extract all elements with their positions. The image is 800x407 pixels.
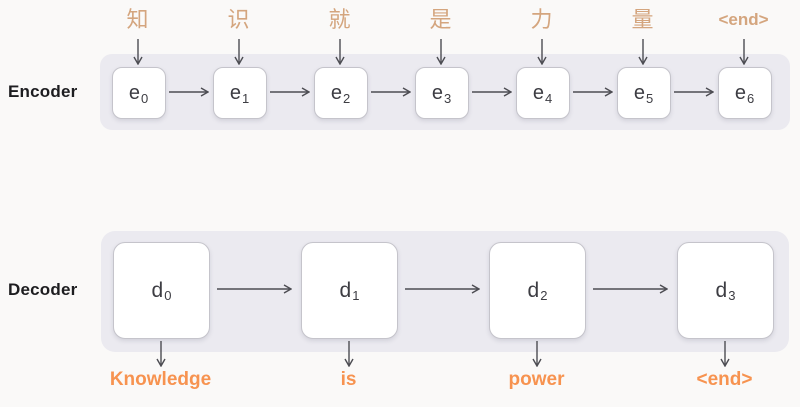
encoder-cell-subscript: 4 — [544, 90, 553, 106]
decoder-output-token: power — [508, 369, 565, 390]
encoder-input-token: 是 — [429, 7, 452, 32]
down-arrow-icon — [536, 39, 548, 65]
decoder-cell-label: d — [151, 278, 164, 302]
encoder-cell-label: e — [633, 81, 645, 104]
encoder-input-token: 量 — [631, 7, 654, 32]
decoder-cell-subscript: 2 — [540, 288, 548, 303]
encoder-input-token: 就 — [328, 7, 351, 32]
decoder-strip — [101, 231, 789, 352]
encoder-cell-subscript: 0 — [140, 90, 149, 106]
down-arrow-icon — [155, 341, 167, 367]
right-arrow-icon — [269, 86, 310, 98]
encoder-cell-subscript: 5 — [645, 90, 654, 106]
right-arrow-icon — [593, 283, 668, 295]
encoder-row-label: Encoder — [8, 82, 78, 101]
decoder-row-label: Decoder — [8, 280, 78, 299]
right-arrow-icon — [572, 86, 613, 98]
decoder-output-token: Knowledge — [109, 369, 212, 390]
encoder-input-token: 知 — [126, 7, 149, 32]
down-arrow-icon — [738, 39, 750, 65]
decoder-cell-label: d — [527, 278, 540, 302]
encoder-cell-label: e — [128, 81, 140, 104]
right-arrow-icon — [471, 86, 512, 98]
encoder-cell-subscript: 1 — [241, 90, 250, 106]
encoder-cell-subscript: 6 — [746, 90, 755, 106]
down-arrow-icon — [233, 39, 245, 65]
decoder-output-token: is — [340, 369, 357, 390]
down-arrow-icon — [132, 39, 144, 65]
encoder-cell-label: e — [431, 81, 443, 104]
encoder-cell-subscript: 3 — [443, 90, 452, 106]
down-arrow-icon — [637, 39, 649, 65]
decoder-cell-subscript: 3 — [728, 288, 736, 303]
right-arrow-icon — [370, 86, 411, 98]
decoder-output-token: <end> — [696, 369, 753, 390]
down-arrow-icon — [334, 39, 346, 65]
down-arrow-icon — [531, 341, 543, 367]
decoder-cell-subscript: 1 — [352, 288, 360, 303]
encoder-input-token: <end> — [718, 10, 769, 29]
encoder-cell-subscript: 2 — [342, 90, 351, 106]
right-arrow-icon — [405, 283, 480, 295]
down-arrow-icon — [343, 341, 355, 367]
decoder-cell-subscript: 0 — [164, 288, 172, 303]
right-arrow-icon — [217, 283, 292, 295]
encoder-cell-label: e — [229, 81, 241, 104]
right-arrow-icon — [673, 86, 714, 98]
encoder-cell-label: e — [330, 81, 342, 104]
decoder-cell-label: d — [339, 278, 352, 302]
decoder-cell-label: d — [715, 278, 728, 302]
down-arrow-icon — [435, 39, 447, 65]
encoder-cell-label: e — [532, 81, 544, 104]
encoder-input-token: 识 — [227, 7, 250, 32]
encoder-input-token: 力 — [530, 7, 553, 32]
encoder-cell-label: e — [734, 81, 746, 104]
down-arrow-icon — [719, 341, 731, 367]
right-arrow-icon — [168, 86, 209, 98]
